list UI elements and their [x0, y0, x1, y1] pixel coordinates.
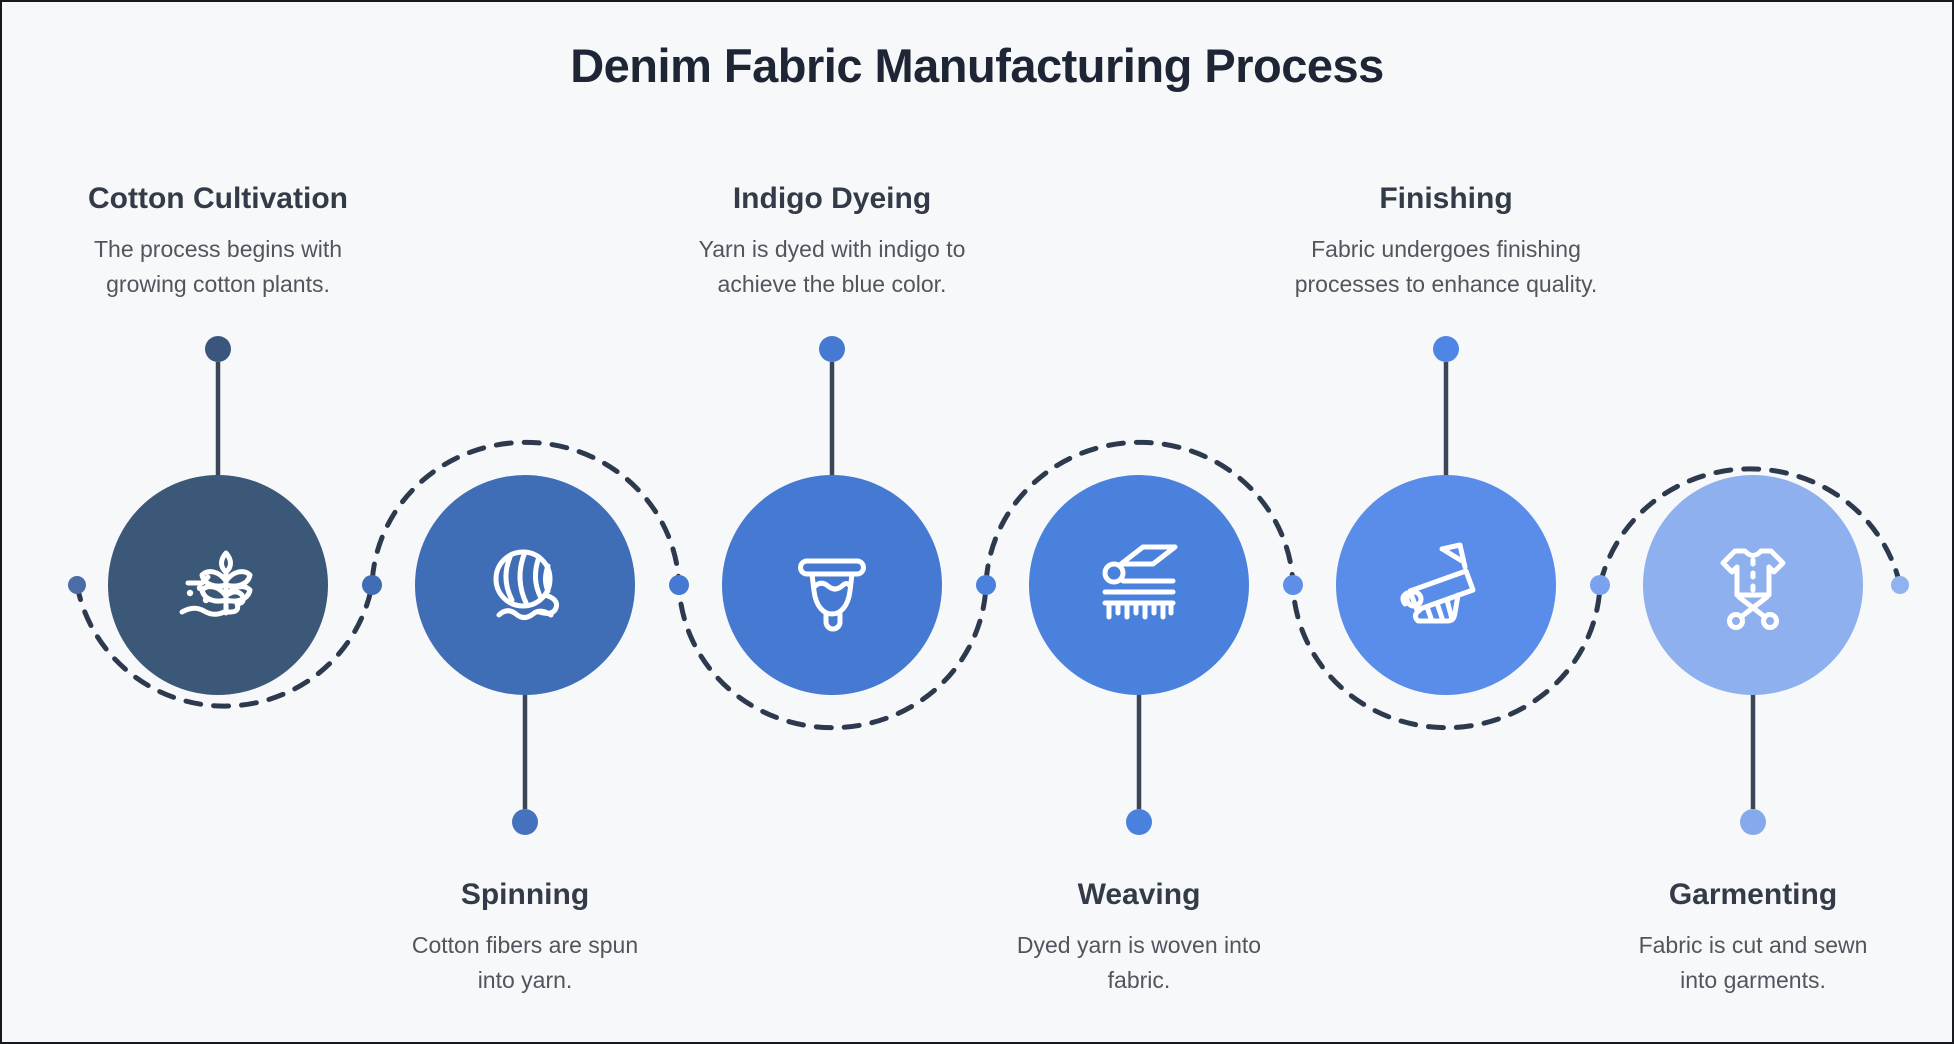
- step-circle-indigo-dyeing: [722, 475, 942, 695]
- cotton-plant-icon: [179, 550, 253, 617]
- step-label-spinning: Spinning Cotton fibers are spun into yar…: [355, 878, 695, 998]
- step-title: Indigo Dyeing: [732, 182, 932, 215]
- anchor-dot: [1126, 809, 1152, 835]
- step-circle-spinning: [415, 475, 635, 695]
- step-description: Cotton fibers are spun into yarn.: [411, 932, 639, 993]
- shirt-scissors-icon: [1720, 548, 1786, 630]
- step-label-finishing: Finishing Fabric undergoes finishing pro…: [1266, 182, 1626, 302]
- wave-mid-dot: [1590, 575, 1610, 595]
- step-circle-finishing: [1336, 475, 1556, 695]
- step-title: Weaving: [1077, 878, 1201, 911]
- step-description: Fabric is cut and sewn into garments.: [1638, 932, 1868, 993]
- page-title: Denim Fabric Manufacturing Process: [570, 39, 1384, 92]
- weaving-loom-icon: [1102, 544, 1178, 620]
- step-title: Garmenting: [1668, 878, 1838, 911]
- step-label-weaving: Weaving Dyed yarn is woven into fabric.: [969, 878, 1309, 998]
- dashed-connector-path: [74, 439, 1903, 731]
- step-title: Spinning: [460, 878, 590, 911]
- wave-start-dot: [68, 576, 86, 594]
- yarn-ball-icon: [493, 549, 559, 620]
- step-title: Finishing: [1379, 182, 1513, 215]
- anchor-dot: [1433, 336, 1459, 362]
- step-description: The process begins with growing cotton p…: [93, 236, 342, 297]
- step-description: Yarn is dyed with indigo to achieve the …: [698, 236, 966, 297]
- step-title: Cotton Cultivation: [88, 182, 348, 215]
- wave-mid-dot: [1283, 575, 1303, 595]
- wave-end-dot: [1891, 576, 1909, 594]
- step-description: Fabric undergoes finishing processes to …: [1294, 236, 1598, 297]
- step-label-cotton-cultivation: Cotton Cultivation The process begins wi…: [48, 182, 388, 302]
- fabric-roll-icon: [1400, 542, 1476, 624]
- anchor-dot: [512, 809, 538, 835]
- step-description: Dyed yarn is woven into fabric.: [1016, 932, 1262, 993]
- wave-mid-dot: [669, 575, 689, 595]
- step-label-indigo-dyeing: Indigo Dyeing Yarn is dyed with indigo t…: [662, 182, 1002, 302]
- wave-mid-dot: [976, 575, 996, 595]
- anchor-dot: [1740, 809, 1766, 835]
- step-circle-weaving: [1029, 475, 1249, 695]
- anchor-dot: [205, 336, 231, 362]
- wave-mid-dot: [362, 575, 382, 595]
- anchor-dot: [819, 336, 845, 362]
- dye-cup-icon: [798, 558, 866, 632]
- step-label-garmenting: Garmenting Fabric is cut and sewn into g…: [1583, 878, 1923, 998]
